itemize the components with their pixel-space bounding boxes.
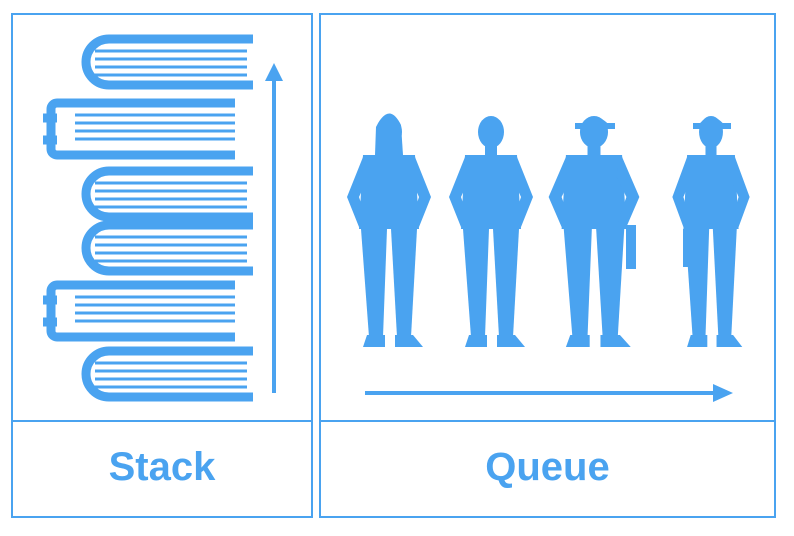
person-silhouette-icon [548, 116, 640, 347]
queue-illustration [347, 113, 750, 402]
queue-label: Queue [485, 445, 610, 489]
person-silhouette-icon [672, 116, 750, 347]
stack-label: Stack [108, 445, 216, 489]
book-icon [81, 220, 253, 276]
queue-divider [321, 420, 774, 422]
book-icon [81, 346, 253, 402]
stack-illustration [43, 34, 283, 402]
person-silhouette-icon [449, 116, 533, 347]
queue-panel: Queue [319, 13, 776, 518]
person-silhouette-icon [347, 113, 431, 347]
arrow-right-icon [365, 384, 733, 402]
book-icon [43, 280, 235, 342]
arrow-up-icon [265, 63, 283, 393]
stack-divider [13, 420, 311, 422]
book-icon [43, 98, 235, 160]
stack-panel: Stack [11, 13, 313, 518]
book-icon [81, 166, 253, 222]
book-icon [81, 34, 253, 90]
